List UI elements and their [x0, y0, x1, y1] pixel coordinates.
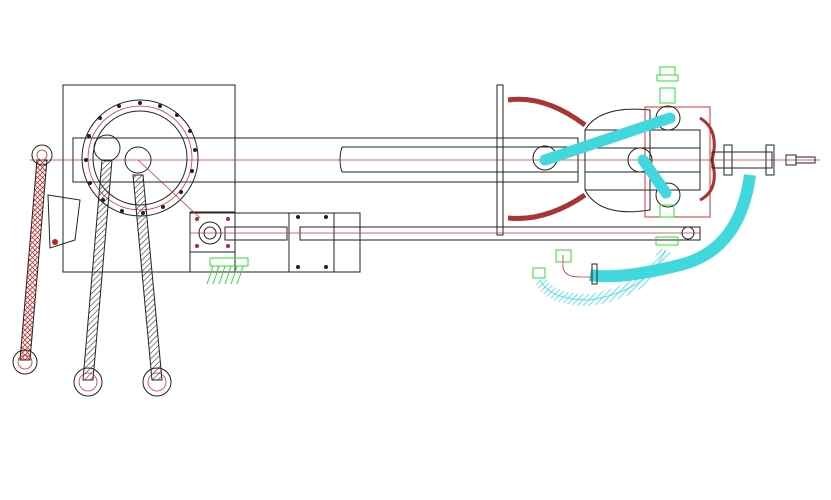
upper-braided-tube [507, 96, 587, 128]
top-fitting [532, 66, 679, 279]
lower-braided-tube [507, 192, 587, 221]
braided-hose [19, 159, 48, 361]
port-1 [93, 134, 121, 162]
outlet-flange-1 [723, 144, 733, 176]
outlet [711, 144, 816, 176]
cyan-pipe-2 [637, 154, 672, 199]
main-beam [30, 84, 820, 236]
vertical-plate [496, 84, 504, 236]
mount-plate [189, 211, 236, 253]
octagon-nut [198, 221, 222, 245]
outlet-flange-2 [765, 144, 775, 176]
slide-block [288, 212, 335, 273]
manifold [507, 96, 716, 221]
lower-rod [190, 221, 701, 245]
port-2 [124, 146, 152, 174]
hose-2 [132, 174, 163, 381]
pivot-pin [681, 226, 695, 240]
cyan-hoses [534, 174, 756, 307]
cyan-pipe-1 [539, 112, 676, 166]
fitting-comb [206, 257, 249, 285]
hose-1 [82, 159, 113, 381]
hatched-hoses [12, 144, 172, 397]
round-flange [81, 99, 201, 219]
bracket [47, 194, 81, 249]
